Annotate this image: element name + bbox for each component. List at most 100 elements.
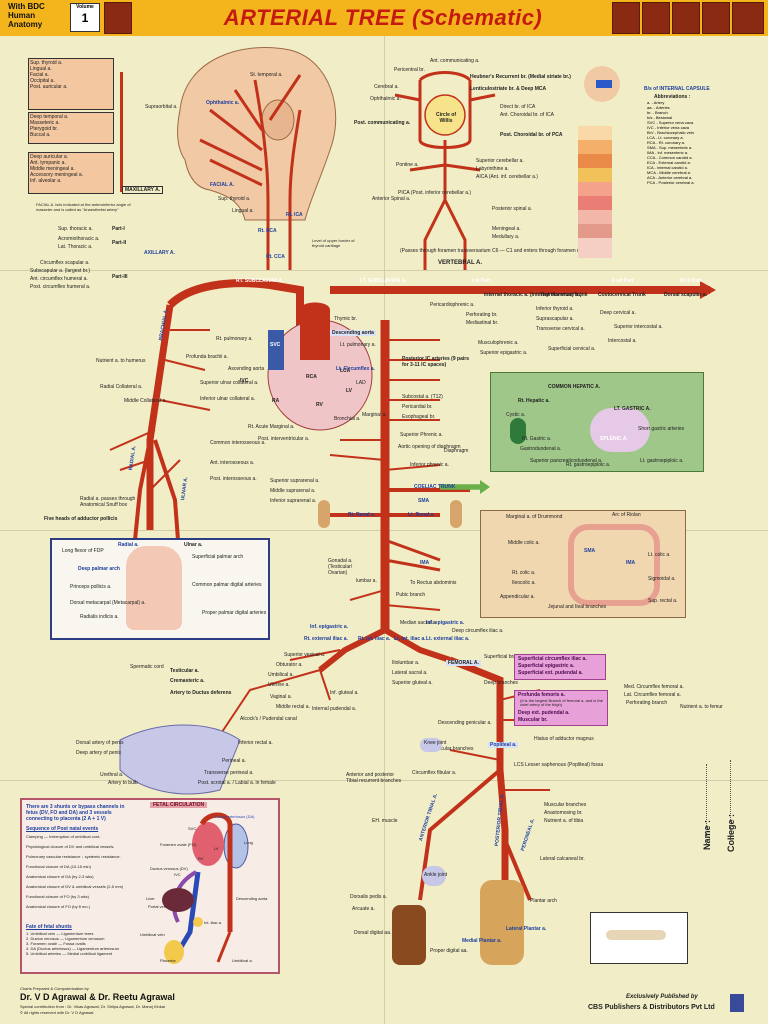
lad-label: LAD [356, 380, 366, 386]
head-silhouette [177, 47, 337, 221]
lt-gastroepiploic-label: Lt. gastroepiploic a. [640, 458, 684, 464]
internal-capsule-title: B/s of INTERNAL CAPSULE [644, 86, 710, 92]
inf-ulnar-label: Inferior ulnar collateral a. [200, 396, 256, 402]
inf-epigastric-lt-label: Inf. epigastric a. [426, 620, 465, 626]
uterine-label: Uterine a. [268, 682, 290, 688]
iliolumbar-label: Iliolumbar a. [392, 660, 420, 666]
fetal-label-fo: Foramen ovale (FO) [160, 842, 197, 847]
intercostal-label: Intercostal a. [608, 338, 637, 344]
post-circumflex-label: Post. circumflex humeral a. [30, 284, 91, 290]
perforating-label: Perforating br. [466, 312, 498, 318]
fetal-label-desc-aorta: Descending aorta [236, 896, 268, 901]
splenic-label: SPLENIC A. [600, 436, 628, 442]
external-carotid-line [120, 72, 123, 192]
book-cover-icon [672, 2, 700, 34]
deep-circumflex-label: Deep circumflex iliac a. [452, 628, 504, 634]
rt-subclavian-artery [167, 279, 304, 330]
list-item: Sup. thyroid a. [30, 60, 63, 66]
foot-dorsal-shape [392, 905, 426, 965]
princeps-label: Princeps pollicis a. [70, 584, 112, 590]
marginal-label: Marginal a. [362, 412, 387, 418]
book-cover-icon [642, 2, 670, 34]
fetal-intro: There are 3 shunts or bypass channels in… [26, 804, 125, 822]
rt-cca-label: Rt. CCA [266, 254, 285, 260]
heubner-label: Heubner's Recurrent br. (Medial striate … [470, 74, 571, 80]
facial-note: FACIAL A. is/is indicated at the anteroi… [36, 202, 131, 212]
fetal-label-dv: Ductus venosus (DV) [150, 866, 188, 871]
internal-pudendal-label: Internal pudendal a. [312, 706, 357, 712]
hand-radial-label: Radial a. [118, 542, 139, 548]
svc-shape [268, 330, 284, 370]
ra-label: RA [272, 398, 280, 404]
costocervical-label: Costocervical Trunk [598, 292, 646, 298]
lat-thoracic-label: Lat. Thoracic a. [58, 244, 93, 250]
kidney-shape [450, 500, 462, 528]
svc-label: SVC [270, 342, 281, 348]
ophthalmic-cw-label: Ophthalmic a. [370, 96, 401, 102]
profunda-label: Profunda brachii a. [186, 354, 228, 360]
list-item: Buccal a. [30, 132, 51, 138]
internal-thoracic-label: Internal thoracic a. (Internal Mammary a… [484, 292, 582, 298]
popliteal-label: Popliteal a. [488, 742, 519, 748]
abbrev-item: MCA - Middle cerebral a. [647, 170, 692, 175]
college-line[interactable] [730, 760, 732, 842]
pink-superficial-item: Superficial epigastric a. [518, 663, 575, 669]
fetal-aorta [199, 812, 233, 932]
post-scrotal-label: Post. scrotal a. / Labial a. in female [198, 780, 276, 786]
ankle-joint-label: Ankle joint [424, 872, 448, 878]
ant-circumflex-label: Ant. circumflex humeral a. [30, 276, 88, 282]
sup-thoracic-label: Sup. thoracic a. [58, 226, 93, 232]
fetal-label-placenta: Placenta [160, 958, 176, 963]
exclusive-label: Exclusively Published by [626, 994, 698, 1000]
deep-branches-label: Deep branches [484, 680, 518, 686]
genicular-label: Genicular branches [430, 746, 474, 752]
rt-hepatic-label: Rt. Hepatic a. [518, 398, 550, 404]
cystic-label: Cystic a. [506, 412, 526, 418]
abbrev-item: SMA - Sup. mesenteric a. [647, 145, 693, 150]
fate-title: Fate of fetal shunts [26, 924, 72, 930]
liver-shape [162, 888, 194, 912]
strip-segment [578, 126, 612, 140]
sequence-list: Clamping — Interruption of umbilical cor… [26, 834, 136, 914]
aortic-branches [329, 339, 470, 611]
meningeal-label: Meningeal a. [492, 226, 521, 232]
circle-of-willis-center [424, 94, 466, 136]
strip-segment [578, 238, 612, 258]
nutrient-label: Nutrient a. to humerus [96, 358, 146, 364]
strip-segment [578, 182, 612, 196]
sequence-title: Sequence of Post natal events [26, 826, 99, 832]
lv-label: LV [346, 388, 353, 394]
strip-segment [578, 210, 612, 224]
inf-thyroid-label: Inferior thyroid a. [536, 306, 574, 312]
arrow-icon [700, 281, 716, 299]
nutrient-femur-label: Nutrient a. to femur [680, 704, 723, 710]
fetal-title: FETAL CIRCULATION [150, 802, 208, 808]
muscular-branches-label: Muscular branches [544, 802, 587, 808]
part-3-label: Part-III [112, 274, 128, 280]
ant-communicating-label: Ant. communicating a. [430, 58, 480, 64]
internal-capsule-strip [578, 126, 612, 258]
plantar-arch-label: Plantar arch [530, 898, 557, 904]
lt-internal-iliac-label: Lt. int. iliac a. [394, 636, 426, 642]
med-circumflex-label: Med. Circumflex femoral a. [624, 684, 684, 690]
acromiothoracic-label: Acromiothoracic a. [58, 236, 100, 242]
abbrev-item: ICA - Internal carotid a. [647, 165, 688, 170]
brand-line: With BDC [8, 2, 45, 11]
fold-line [0, 270, 768, 271]
mesenteric-ima-label: IMA [626, 560, 636, 566]
sup-vesical-label: Superior vesical a. [284, 652, 326, 658]
lateral-calcaneal-label: Lateral calcaneal br. [540, 856, 585, 862]
foot-sole-icon [606, 930, 666, 940]
coeliac-label: COELIAC TRUNK [414, 484, 456, 490]
list-item: Occipital a. [30, 78, 55, 84]
lt-external-iliac-label: Lt. external iliac a. [426, 636, 470, 642]
publisher-logo [730, 994, 744, 1012]
fetal-label-liver: Liver [146, 896, 155, 901]
ima-label: IMA [420, 560, 430, 566]
fetal-label-lung: Lung [244, 840, 253, 845]
abbreviations-title: Abbreviations : [654, 94, 691, 100]
arcuate-label: Arcuate a. [352, 906, 375, 912]
name-line[interactable] [706, 764, 708, 844]
ductus-label: Artery to Ductus deferens [170, 690, 232, 696]
maxillary-list: Deep auricular a. Ant. tympanic a. Middl… [30, 154, 83, 184]
